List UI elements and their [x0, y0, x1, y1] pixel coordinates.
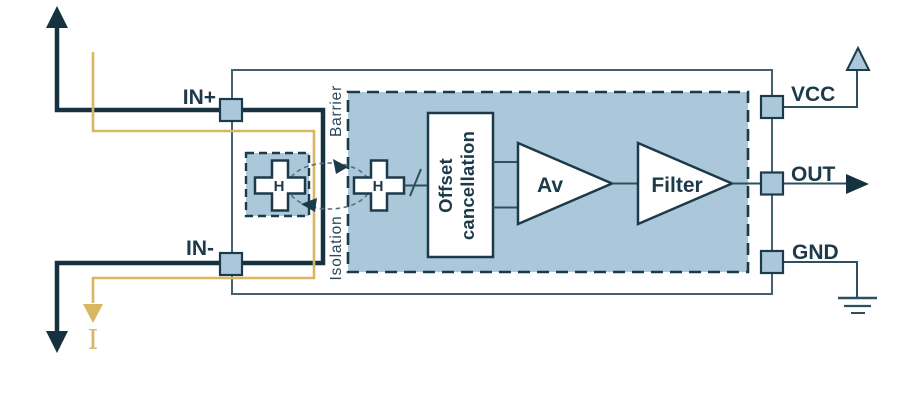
pad-in-plus [218, 97, 244, 123]
wire-gnd [783, 261, 858, 298]
vcc-supply-icon [845, 45, 871, 71]
bus-slash-icon [409, 168, 422, 197]
gain-amplifier [516, 141, 616, 226]
wire-vcc [783, 70, 858, 108]
filter-label: Filter [651, 174, 702, 197]
offset-label-line1: Offset [435, 158, 456, 213]
coupling-arrow-right-icon [333, 159, 348, 174]
primary-current-path [54, 26, 326, 334]
filter-block [636, 141, 736, 226]
in-minus-label: IN- [186, 237, 214, 260]
in-plus-label: IN+ [183, 86, 216, 109]
hall-element-primary [253, 159, 307, 212]
offset-cancellation-block [426, 111, 495, 259]
excitation-arrow-down-icon [83, 304, 103, 323]
pad-out [759, 171, 785, 196]
gnd-label: GND [792, 241, 839, 264]
current-arrow-up-icon [46, 6, 68, 28]
vcc-label: VCC [791, 83, 835, 106]
gain-label: Av [537, 174, 563, 197]
current-symbol: I [88, 325, 99, 356]
hall-primary-label: H [274, 178, 285, 195]
hall-secondary-label: H [373, 178, 384, 195]
pad-vcc [759, 94, 785, 120]
hall-element-secondary [352, 159, 406, 212]
isolation-barrier-word-bottom: Isolation [328, 216, 345, 281]
out-label: OUT [791, 163, 836, 186]
isolation-barrier-word-top: Barrier [328, 85, 345, 137]
out-arrow-icon [846, 174, 869, 194]
coupling-arrow-left-icon [301, 198, 317, 212]
pad-gnd [759, 249, 785, 275]
current-arrow-down-icon [46, 331, 68, 353]
offset-label-line2: cancellation [457, 131, 478, 240]
ground-symbol-icon [838, 296, 877, 314]
pad-in-minus [218, 251, 244, 277]
